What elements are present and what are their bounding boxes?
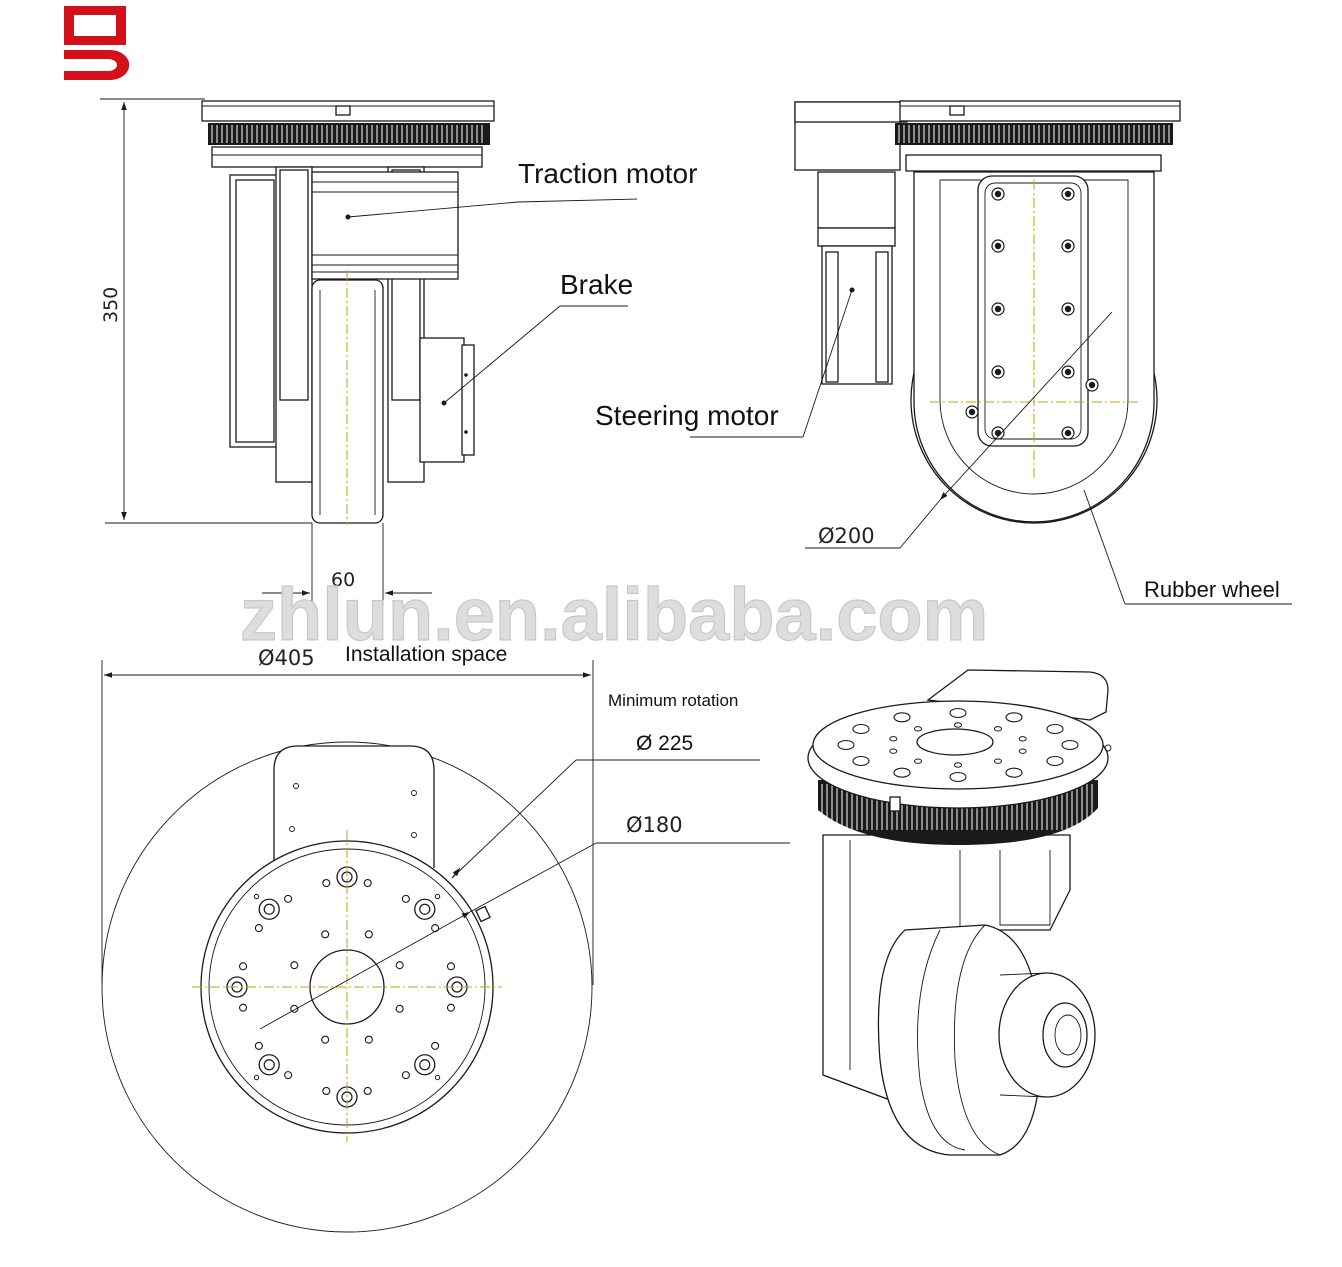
installation-diameter-dimension: Ø405	[258, 646, 315, 670]
side-view	[690, 100, 1292, 605]
height-dimension: 350	[100, 287, 122, 323]
wheel-diameter-dimension: Ø200	[818, 524, 875, 548]
isometric-view	[807, 669, 1112, 1156]
wheel-width-dimension: 60	[331, 569, 355, 591]
traction-motor-label: Traction motor	[518, 158, 697, 189]
steering-motor-label: Steering motor	[595, 400, 779, 431]
minimum-rotation-label: Minimum rotation	[608, 691, 738, 710]
front-view	[100, 98, 638, 605]
rubber-wheel-label: Rubber wheel	[1144, 577, 1280, 602]
flange-diameter-dimension: Ø180	[626, 813, 683, 837]
rotation-diameter-dimension: Ø 225	[636, 732, 693, 755]
installation-space-label: Installation space	[345, 643, 507, 666]
watermark-text: zhlun.en.alibaba.com	[240, 573, 988, 656]
brand-logo	[64, 6, 130, 80]
brake-label: Brake	[560, 269, 633, 300]
top-view	[101, 660, 790, 1233]
